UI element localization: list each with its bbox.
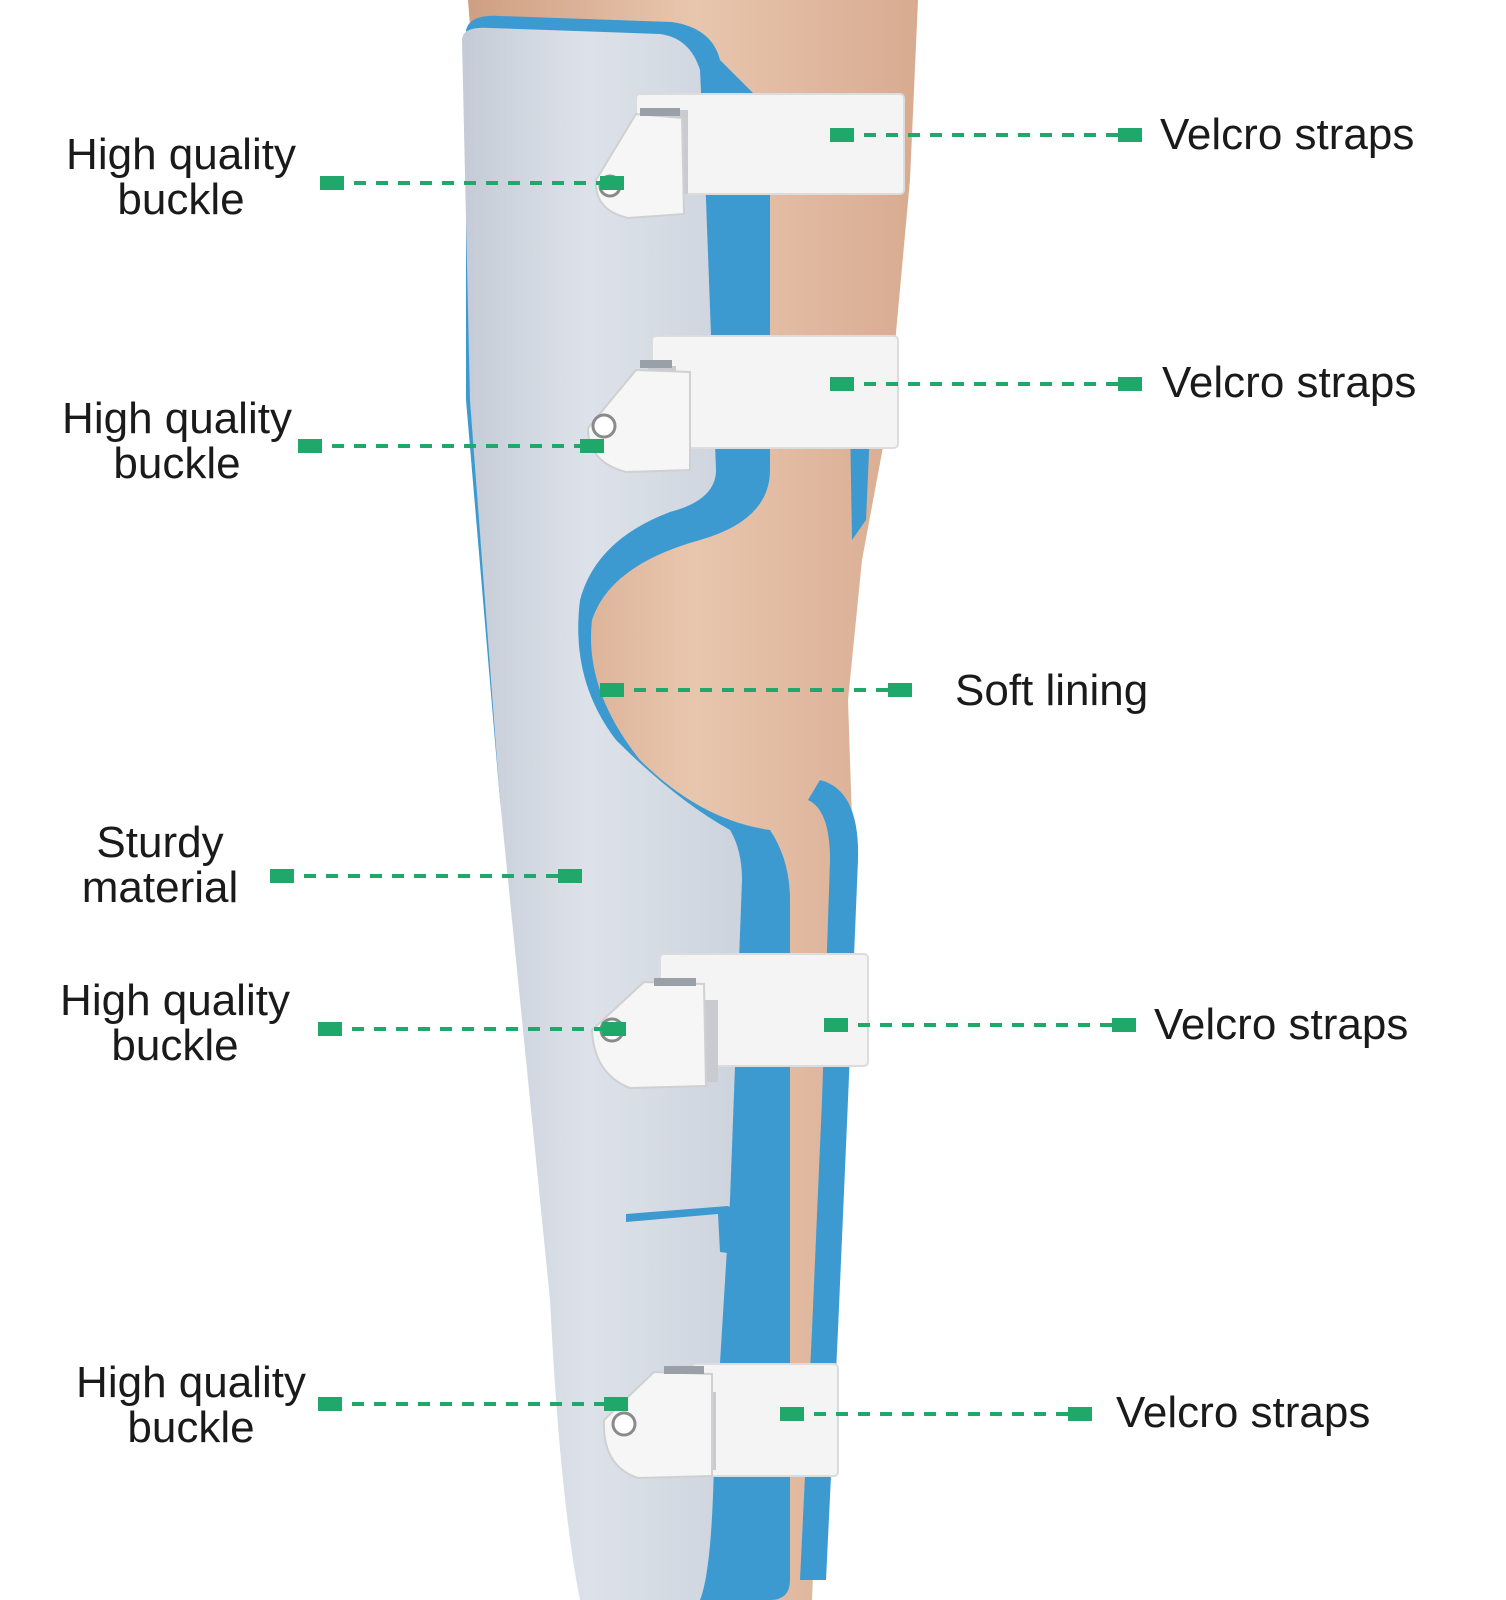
callout-buckle-4-line1: High quality <box>76 1358 306 1407</box>
callout-buckle-4: High quality buckle <box>72 1360 310 1450</box>
strap-4 <box>602 1363 839 1480</box>
callout-buckle-3-line1: High quality <box>60 976 290 1025</box>
callout-buckle-2: High quality buckle <box>58 396 296 486</box>
callout-material: Sturdy material <box>60 820 260 910</box>
callout-lining: Soft lining <box>955 666 1149 715</box>
rear-lining-upper <box>850 420 870 540</box>
callout-velcro-1: Velcro straps <box>1160 110 1415 159</box>
strap-1 <box>594 93 905 220</box>
callout-buckle-1-line2: buckle <box>117 175 245 224</box>
leader-markers <box>270 128 1142 1421</box>
callout-velcro-3: Velcro straps <box>1154 1000 1409 1049</box>
callout-buckle-1-line1: High quality <box>66 130 296 179</box>
callout-material-line2: material <box>81 863 239 912</box>
strap-2 <box>586 335 899 474</box>
callout-buckle-3: High quality buckle <box>56 978 294 1068</box>
callout-velcro-2: Velcro straps <box>1162 358 1417 407</box>
leader-lines <box>282 133 1130 1416</box>
callout-buckle-3-line2: buckle <box>111 1021 239 1070</box>
callout-buckle-2-line2: buckle <box>113 439 241 488</box>
callout-buckle-2-line1: High quality <box>62 394 292 443</box>
callout-material-line1: Sturdy <box>96 818 224 867</box>
callout-buckle-1: High quality buckle <box>62 132 300 222</box>
shell-notch <box>626 1206 736 1254</box>
callout-buckle-4-line2: buckle <box>127 1403 255 1452</box>
callout-velcro-4: Velcro straps <box>1116 1388 1371 1437</box>
